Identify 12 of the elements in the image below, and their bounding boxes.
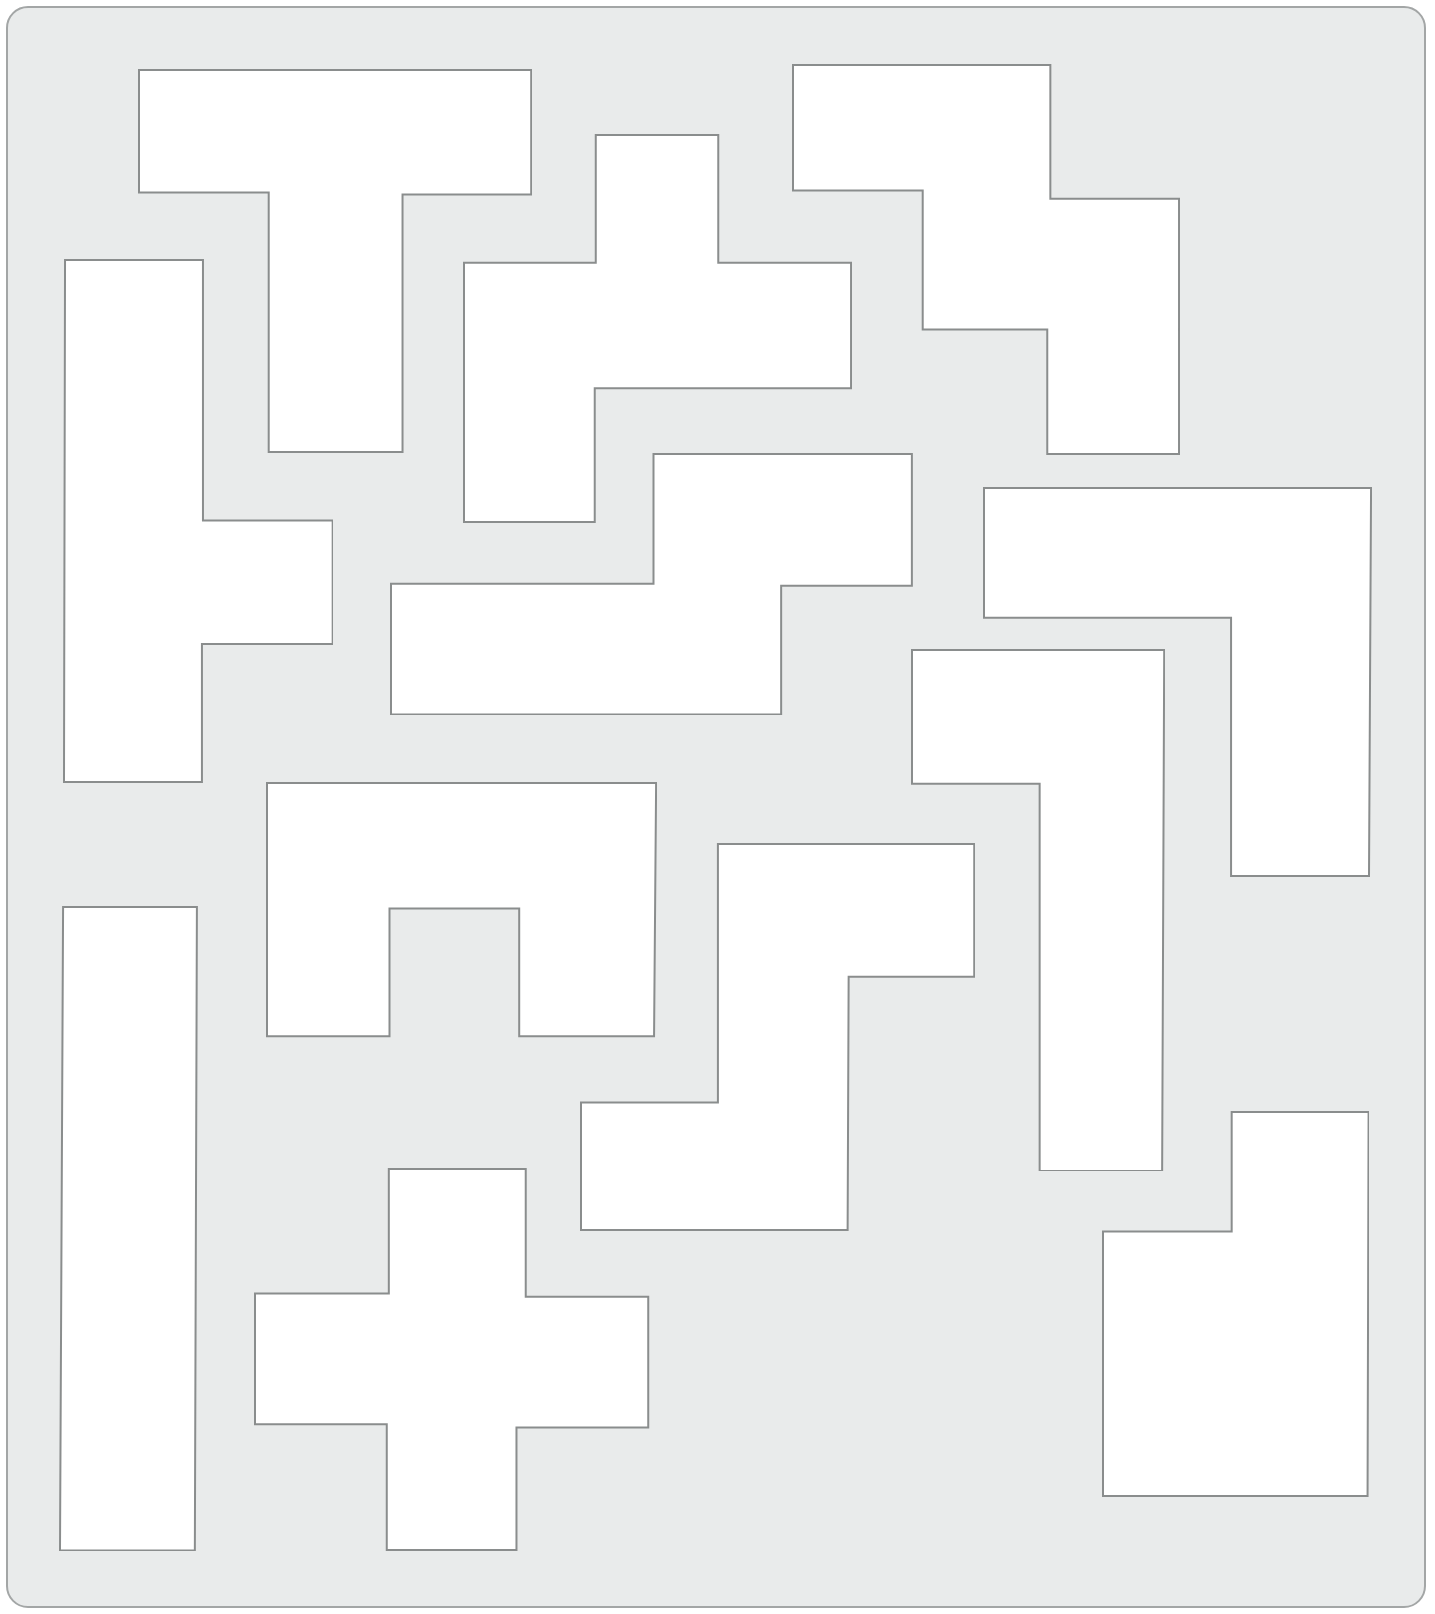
puzzle-piece [911, 648, 1166, 1172]
puzzle-piece [265, 782, 657, 1038]
puzzle-piece [791, 63, 1180, 455]
puzzle-piece [1101, 1110, 1370, 1497]
puzzle-piece [62, 259, 334, 784]
puzzle-piece [579, 843, 975, 1232]
puzzle-piece [137, 69, 533, 453]
puzzle-piece [254, 1168, 650, 1552]
puzzle-piece [58, 905, 198, 1552]
puzzle-piece [390, 452, 914, 716]
puzzle-piece [983, 486, 1373, 877]
puzzle-piece [463, 133, 853, 523]
